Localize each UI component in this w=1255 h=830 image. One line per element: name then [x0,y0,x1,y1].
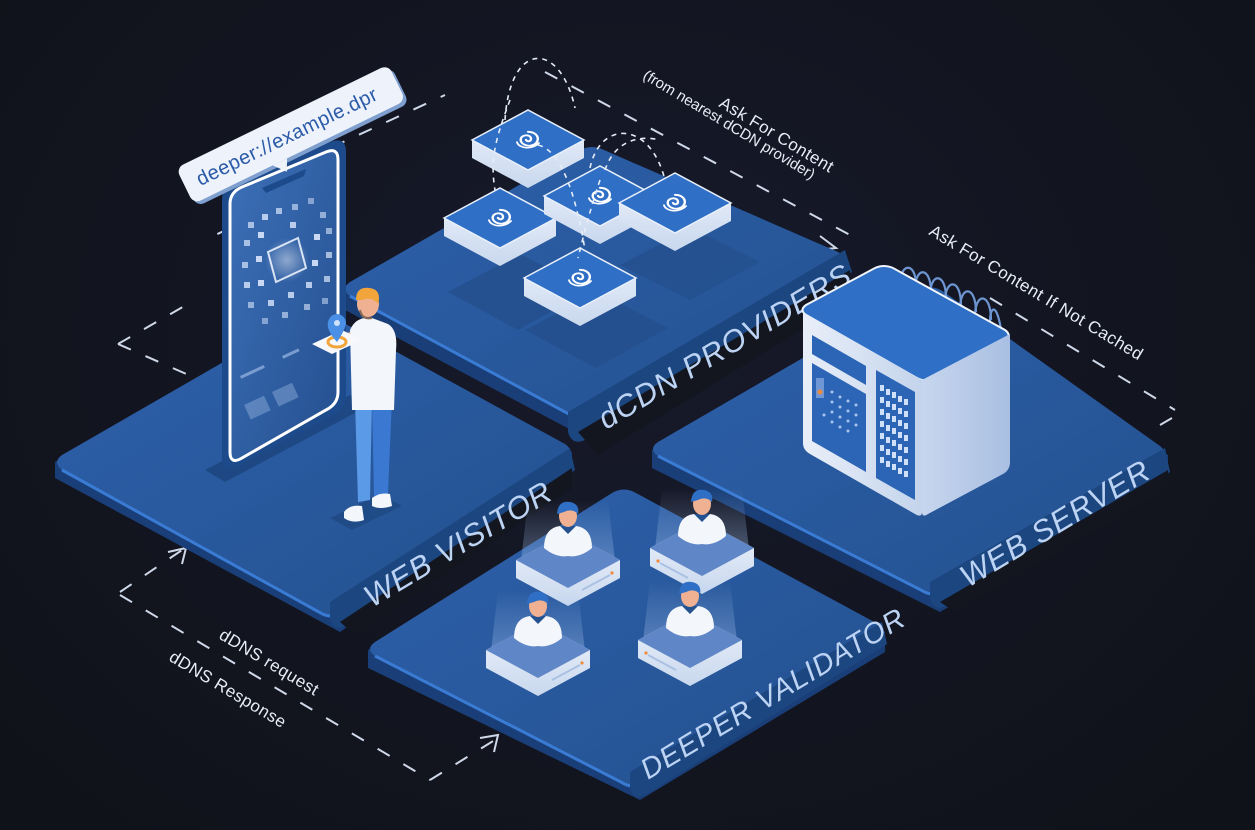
arrow-head-dns-up [167,546,188,565]
dcdn-node [522,247,638,326]
map-pin-icon [327,314,346,342]
validator-node [650,488,754,594]
person-at-console-icon [666,581,714,637]
dcdn-nodes [442,57,733,326]
node-link-arc [604,137,661,171]
flow-line-dns-right [429,737,499,781]
validator-node [638,580,742,686]
server-leds [880,385,908,477]
node-link-arc [537,144,586,251]
flow-line-visitor-left [117,299,196,345]
screen-ui [240,348,300,420]
validator-node [486,590,590,696]
person-at-console-icon [514,591,562,647]
server-cabinet-icon [801,265,1010,516]
node-link-arc [492,99,511,191]
web-visitor-person [312,287,402,530]
flow-line-dns-bottom [119,594,431,781]
flow-line-server-end [1159,417,1173,426]
server-keypad [816,378,858,433]
person-at-console-icon [678,489,726,545]
flow-label-ask-content-sub: (from nearest dCDN provider) [640,67,818,183]
node-link-arc [504,57,576,121]
person-at-console-icon [544,501,592,557]
dcdn-node [442,187,558,266]
validator-nodes [486,488,754,696]
flow-line-dns-up [119,547,186,593]
arrow-head-dns-right [479,733,500,753]
flow-line-server [989,297,1176,411]
node-link-arc [577,179,601,259]
flow-line-visitor-left-2 [117,343,201,381]
dcdn-node [617,172,733,251]
validator-node [516,500,620,606]
smartphone-icon [205,140,370,482]
screen-pattern [242,198,332,324]
node-link-arc [589,132,666,181]
